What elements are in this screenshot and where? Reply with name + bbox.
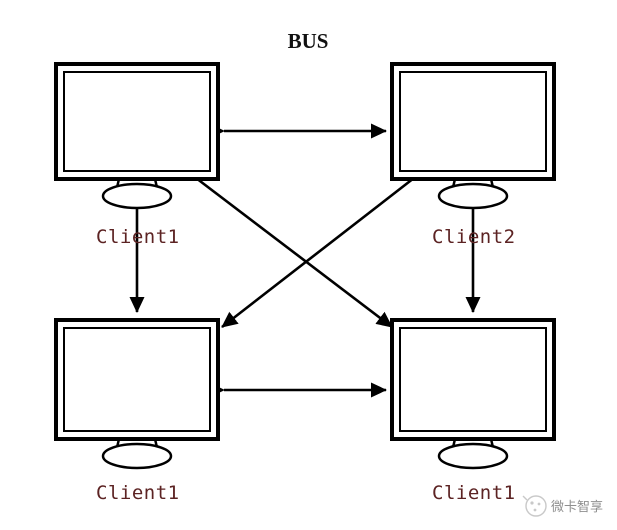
monitor-screen (399, 327, 547, 432)
monitor-stand-base (101, 182, 173, 210)
connection-layer (129, 123, 481, 398)
watermark-logo-icon (522, 495, 547, 517)
monitor-screen (63, 327, 211, 432)
node-label-bottom-left: Client1 (96, 482, 180, 504)
node-bottom-left[interactable] (54, 318, 220, 470)
node-label-bottom-right: Client1 (432, 482, 516, 504)
watermark-text: 微卡智享 (551, 499, 603, 515)
monitor-screen (399, 71, 547, 172)
node-label-top-right: Client2 (432, 226, 516, 248)
watermark: 微卡智享 (522, 495, 603, 517)
link-diagonal-tr-bl (221, 162, 431, 329)
monitor-stand-base (437, 442, 509, 470)
monitor-stand-base (101, 442, 173, 470)
node-top-right[interactable] (390, 62, 556, 210)
node-label-top-left: Client1 (96, 226, 180, 248)
link-diagonal-tl-br (179, 162, 393, 329)
node-bottom-right[interactable] (390, 318, 556, 470)
node-top-left[interactable] (54, 62, 220, 210)
monitor-stand-base (437, 182, 509, 210)
monitor-screen (63, 71, 211, 172)
page-title: BUS (288, 29, 329, 53)
